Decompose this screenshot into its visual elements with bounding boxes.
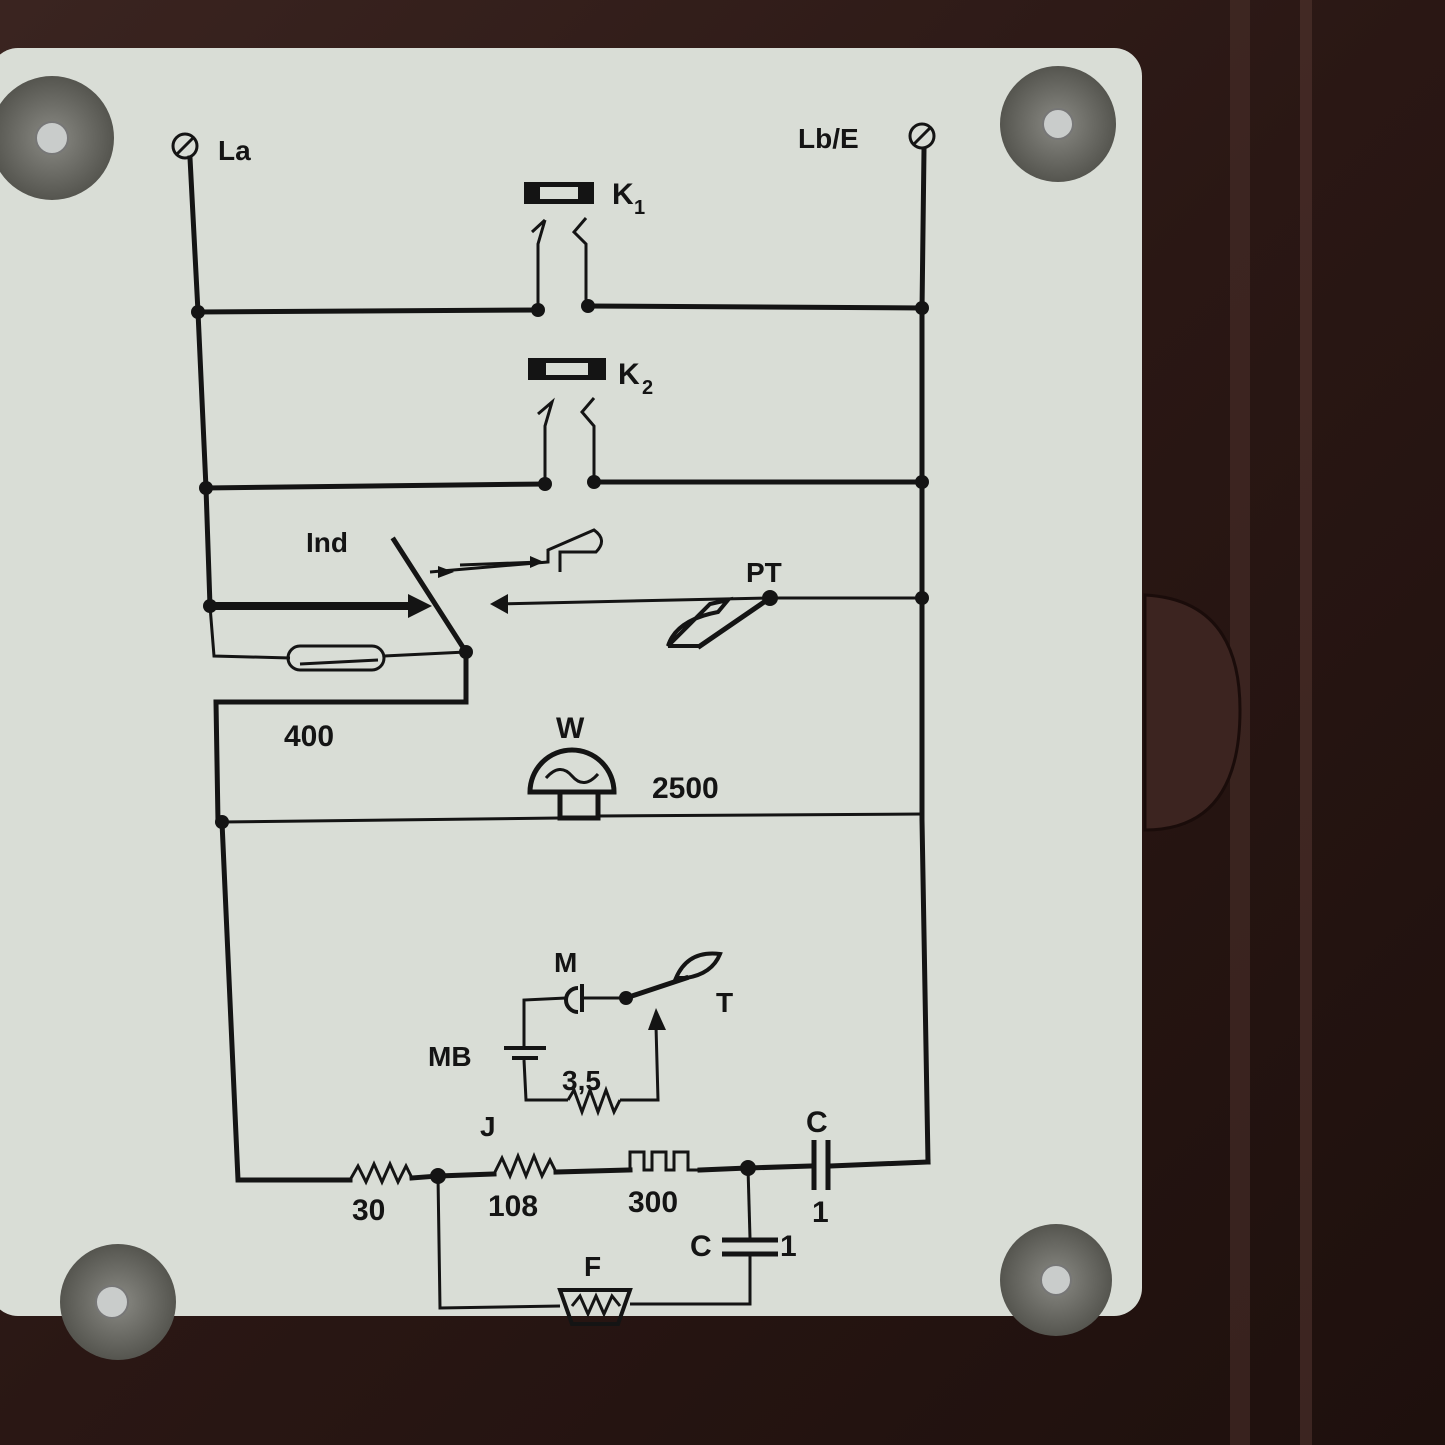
- wire-receiver-left: [436, 1175, 561, 1310]
- wire-node-to-108: [435, 1171, 497, 1179]
- node: [581, 299, 595, 313]
- resistor-30-label: 30: [352, 1194, 385, 1227]
- link-arrow: [438, 566, 454, 578]
- k2-label: K: [618, 358, 640, 391]
- battery-to-resistor: [522, 1059, 568, 1102]
- switch-t-arrow: [648, 1008, 666, 1030]
- node: [762, 590, 778, 606]
- node: [587, 475, 601, 489]
- k1-wire-left: [195, 307, 541, 315]
- coil-400-label: 400: [284, 720, 334, 753]
- cap-bottom-value: 1: [780, 1230, 797, 1263]
- coil-400-symbol: [286, 644, 386, 672]
- pt-arrow: [490, 594, 508, 614]
- rivet-top-right: [1000, 66, 1116, 182]
- left-line: [187, 155, 213, 609]
- wire-300-to-node: [697, 1165, 751, 1173]
- node: [915, 475, 929, 489]
- cap-top-value: 1: [812, 1196, 829, 1229]
- coil-400-wire-right: [383, 650, 467, 658]
- circuit-schematic: La Lb/E K 1 K 2: [171, 122, 936, 1326]
- bell-symbol: [527, 747, 617, 821]
- pt-label: PT: [746, 557, 782, 588]
- k1-wire-right: [585, 303, 925, 311]
- receiver-f-label: F: [584, 1251, 601, 1282]
- ind-mechanical-link: [429, 528, 603, 574]
- k1-label: K: [612, 178, 634, 211]
- k2-wire-left: [203, 481, 548, 491]
- terminal-la: [171, 132, 199, 160]
- ind-label: Ind: [306, 527, 348, 558]
- mic-m-label: M: [554, 947, 577, 978]
- node: [915, 301, 929, 315]
- k2-subscript: 2: [642, 377, 653, 399]
- rivet-bottom-left: [60, 1244, 176, 1360]
- lower-left-line: [219, 819, 353, 1183]
- resistor-3-5-symbol: [566, 1085, 622, 1117]
- node: [191, 305, 205, 319]
- enclosure-ridge-2: [1300, 0, 1312, 1445]
- battery-loop: [522, 996, 567, 1046]
- node: [915, 591, 929, 605]
- k1-relay-contact: [524, 182, 594, 310]
- bell-wire-left: [221, 816, 561, 824]
- wire-cap-to-receiver: [630, 1256, 752, 1306]
- cap-c-bottom-label: C: [690, 1230, 712, 1263]
- wire-108-to-300: [553, 1167, 633, 1175]
- terminal-lb-e-label: Lb/E: [798, 123, 859, 154]
- coil-400-inner: [299, 658, 379, 666]
- coil-300-symbol: [628, 1150, 700, 1172]
- switch-t-lead: [620, 1025, 660, 1102]
- coil-400-loop: [213, 649, 469, 825]
- right-line: [919, 147, 931, 1165]
- bell-wire-right: [597, 812, 925, 818]
- k1-subscript: 1: [634, 197, 645, 219]
- cap-c-top-label: C: [806, 1106, 828, 1139]
- battery-mb-label: MB: [428, 1041, 472, 1072]
- wire-node-down: [746, 1167, 752, 1239]
- receiver-symbol: [557, 1288, 633, 1326]
- resistor-108-symbol: [492, 1151, 558, 1181]
- resistor-30-symbol: [348, 1160, 414, 1186]
- resistor-3-5-label: 3,5: [562, 1065, 601, 1096]
- resistor-108-label: 108: [488, 1190, 538, 1223]
- pt-switch-arm: [696, 594, 774, 650]
- wiring-plate: [0, 48, 1142, 1316]
- enclosure-latch: [1143, 593, 1242, 832]
- link-arrow-right: [530, 556, 544, 568]
- rivet-top-left: [0, 76, 114, 200]
- wire-cap-to-right: [827, 1159, 931, 1169]
- rivet-bottom-right: [1000, 1224, 1112, 1336]
- bell-2500-label: 2500: [652, 772, 719, 805]
- wire-node-to-cap: [745, 1163, 815, 1171]
- ind-return-link: [459, 560, 541, 567]
- coil-300-label: 300: [628, 1186, 678, 1219]
- switch-t-label: T: [716, 987, 733, 1018]
- ind-switch-lever: [390, 536, 470, 656]
- node: [538, 477, 552, 491]
- ind-contact-arrow: [408, 594, 432, 618]
- terminal-la-label: La: [218, 135, 251, 166]
- coil-j-label: J: [480, 1111, 496, 1142]
- coil-400-wire: [208, 605, 291, 660]
- k2-relay-contact: [528, 358, 606, 482]
- switch-t-head: [672, 951, 723, 980]
- node: [199, 481, 213, 495]
- pt-button-head: [666, 596, 734, 648]
- bell-w-label: W: [556, 712, 585, 745]
- switch-t-arm: [622, 974, 690, 1002]
- node: [531, 303, 545, 317]
